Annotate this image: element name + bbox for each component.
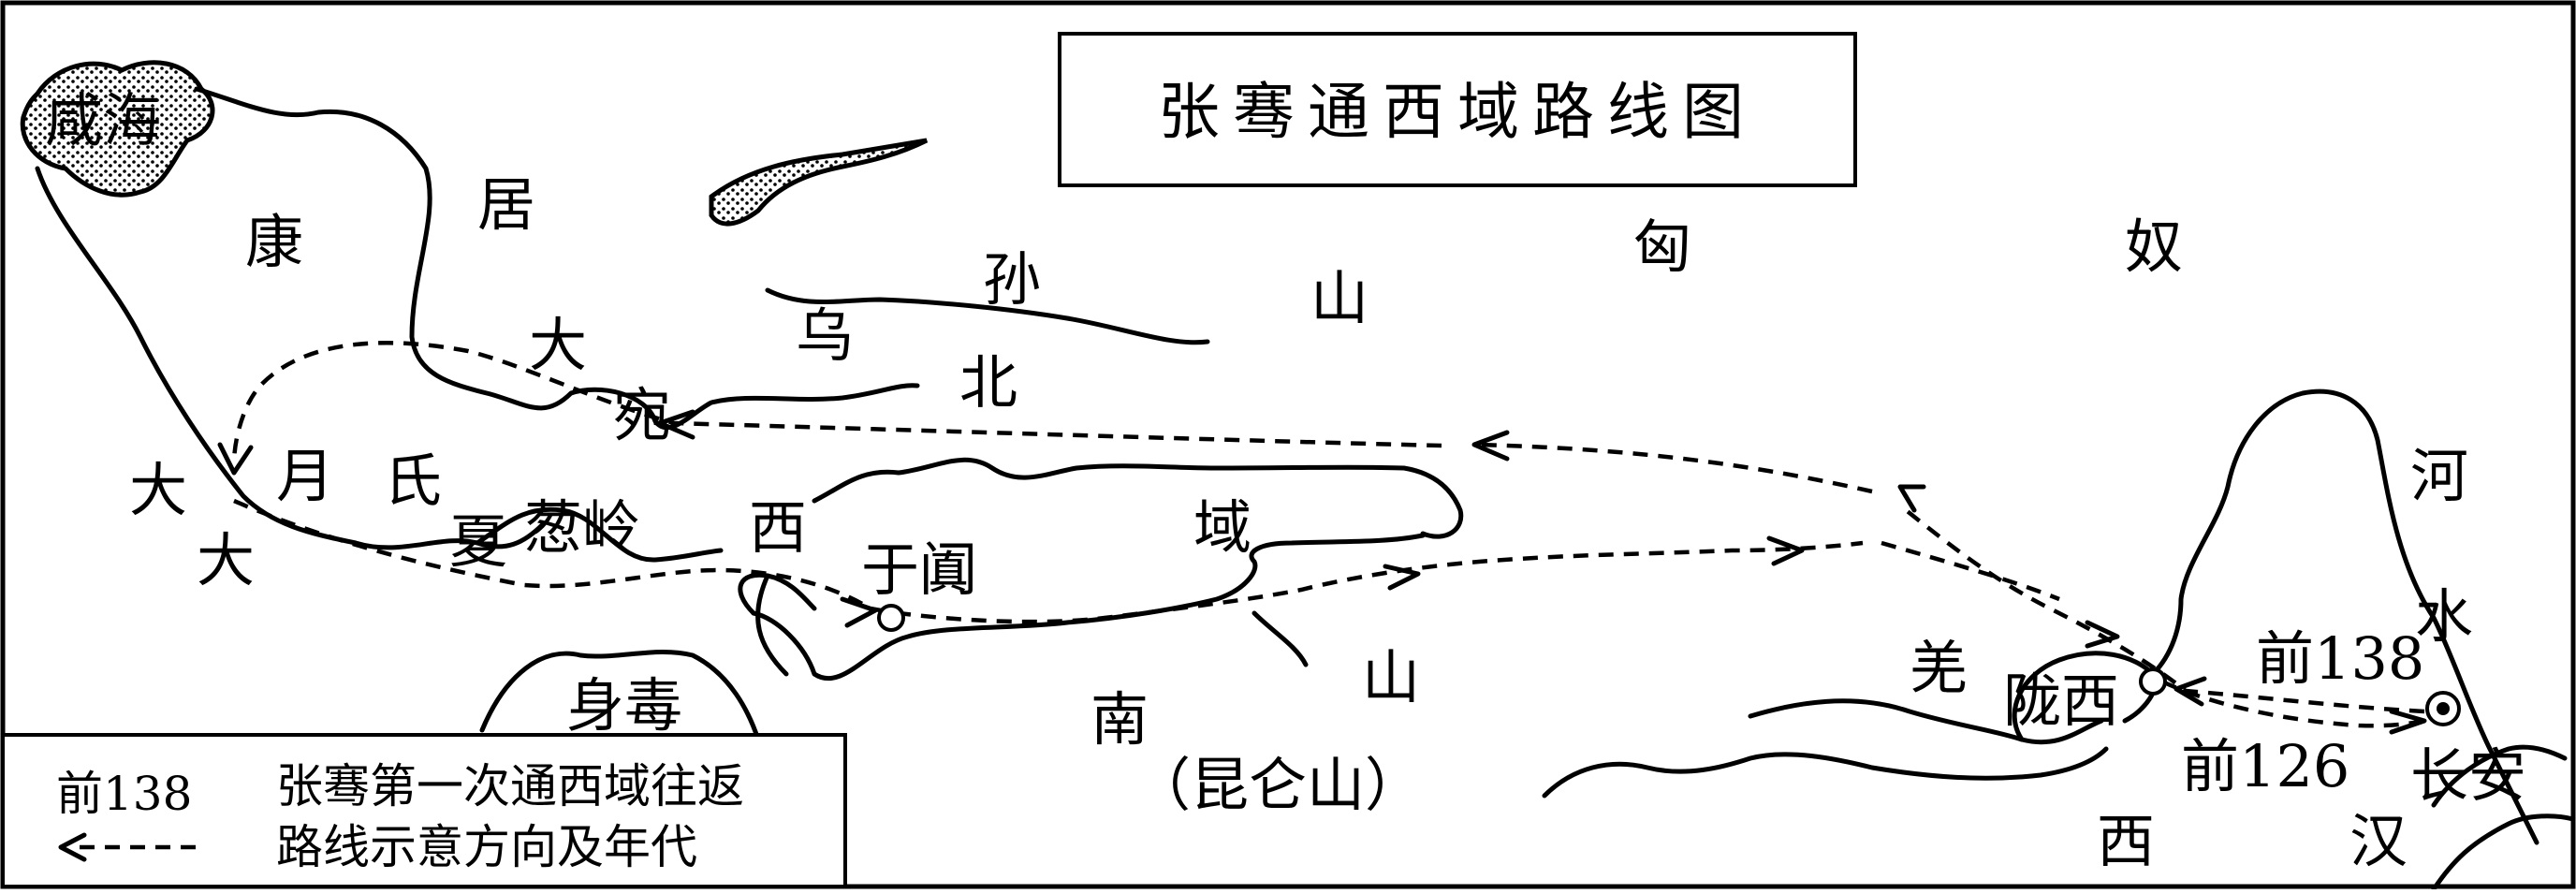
arrowhead-dayuezhi: [217, 442, 254, 476]
daxia-ridge: [475, 506, 724, 563]
label-dayuezhi-da: 大: [129, 456, 187, 524]
label-kunlun: （昆仑山）: [1133, 751, 1423, 819]
arrowhead-yutian: [840, 596, 878, 628]
label-congling: 葱岭: [524, 493, 640, 562]
wusun-boundary: [765, 287, 1210, 345]
shendu-label: 身毒: [566, 671, 682, 740]
label-qiang: 羌: [1910, 634, 1968, 702]
arrowhead-longxi: [2085, 620, 2120, 649]
legend-box: [1, 733, 847, 888]
label-year-126: 前126: [2181, 732, 2349, 800]
arrowhead-changan-in: [2389, 709, 2427, 735]
label-xiong: 匈: [1633, 213, 1691, 281]
label-kang: 康: [245, 208, 303, 276]
label-bei: 北: [959, 348, 1017, 417]
label-year-138: 前138: [2256, 624, 2424, 693]
label-sun: 孙: [983, 245, 1041, 314]
aral-sea-shape: [20, 60, 215, 198]
legend-arrowhead: [58, 832, 87, 862]
arrowhead-north-mid: [1471, 430, 1510, 462]
qiang-coast: [1748, 698, 2104, 745]
label-dayuezhi-shi: 氏: [384, 447, 442, 515]
kunlun-spur: [1251, 610, 1309, 667]
arrowhead-changan-out: [2174, 676, 2207, 707]
label-dayuan-da: 大: [529, 311, 587, 379]
legend-line1: 张骞第一次通西域往返: [276, 759, 744, 813]
route-outbound: [231, 341, 2425, 714]
label-daxia-xia: 夏: [449, 507, 507, 576]
arrowhead-dayuan: [657, 409, 695, 440]
arrowhead-south-mid: [1383, 564, 1421, 591]
yutian-marker: [877, 604, 905, 632]
lower-coast: [1542, 746, 2109, 799]
hexi-corridor: [2150, 388, 2539, 845]
label-ju: 居: [477, 170, 535, 239]
map-title: 张骞通西域路线图: [1158, 76, 1757, 148]
legend-line2: 路线示意方向及年代: [276, 820, 697, 874]
label-dayuezhi-yue: 月: [276, 442, 334, 510]
label-daxia-da: 大: [197, 526, 255, 594]
label-yutian: 于阗: [861, 535, 977, 604]
congling-arc: [738, 572, 817, 677]
arrowhead-south-east: [1766, 535, 1805, 566]
lake-shape: [709, 138, 929, 227]
tarim-north-rim: [812, 457, 1464, 539]
label-he: 河: [2410, 442, 2468, 510]
label-shui: 水: [2415, 582, 2473, 651]
label-shan-south: 山: [1362, 643, 1420, 711]
kangju-boundary: [194, 86, 920, 431]
longxi-marker: [2139, 667, 2167, 696]
changan-marker-dot: [2437, 702, 2450, 715]
arrowhead-north-east: [1897, 484, 1926, 513]
tarim-south-rim: [751, 533, 1426, 681]
aral-sea-label: 咸海: [45, 86, 161, 154]
legend-year: 前138: [56, 767, 192, 821]
east-boundary: [2431, 813, 2576, 892]
label-xihan-han: 汉: [2349, 807, 2408, 875]
label-shan-north: 山: [1310, 264, 1368, 332]
yellow-river: [2431, 744, 2568, 808]
label-changan: 长安: [2410, 741, 2526, 810]
label-yu: 域: [1193, 493, 1251, 562]
label-dayuan-yuan: 宛: [613, 381, 671, 449]
shendu-boundary: [479, 649, 761, 742]
label-xi: 西: [749, 493, 807, 562]
title-box: [1058, 32, 1857, 187]
label-xihan-xi: 西: [2097, 807, 2155, 875]
label-nan: 南: [1090, 685, 1149, 754]
route-return: [233, 498, 2425, 728]
label-wu: 乌: [796, 301, 854, 370]
label-nu: 奴: [2125, 213, 2183, 281]
label-longxi: 陇西: [2003, 667, 2119, 735]
